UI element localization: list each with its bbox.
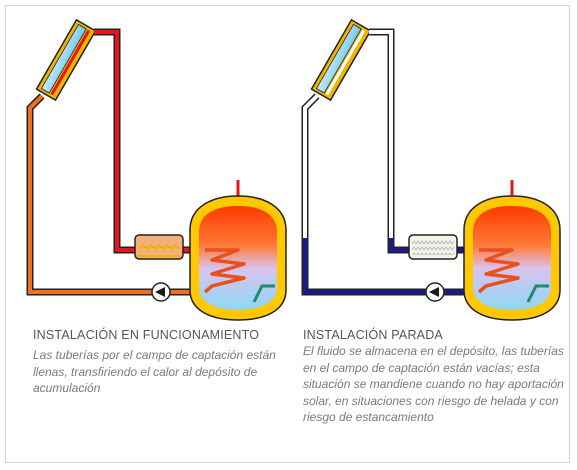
caption-description: Las tuberías por el campo de captación e… [33, 348, 276, 395]
panel-running-diagram [26, 18, 287, 321]
cold-water-outlet [526, 284, 549, 303]
solar-collector [310, 18, 372, 102]
heat-exchanger [408, 234, 458, 260]
panel-stopped-diagram [301, 18, 561, 321]
solar-collector [35, 18, 97, 102]
heating-coil [203, 248, 246, 294]
solar-installation-diagram [26, 18, 561, 321]
circulation-pump [425, 282, 445, 302]
caption-title: INSTALACIÓN EN FUNCIONAMIENTO [33, 328, 260, 342]
heating-coil [477, 248, 520, 294]
storage-tank [189, 180, 287, 321]
caption-running: INSTALACIÓN EN FUNCIONAMIENTO Las tuberí… [33, 327, 278, 397]
storage-tank [463, 180, 561, 321]
figure-frame [5, 5, 570, 463]
circulation-pump [151, 282, 171, 302]
hot-supply-pipe [94, 28, 135, 254]
caption-stopped: INSTALACIÓN PARADA El fluido se almacena… [303, 327, 565, 426]
cold-water-outlet [252, 284, 275, 303]
return-pipe [26, 93, 152, 296]
caption-title: INSTALACIÓN PARADA [303, 328, 443, 342]
empty-supply-pipe [369, 28, 395, 238]
heat-exchanger [134, 234, 184, 260]
caption-description: El fluido se almacena en el depósito, la… [303, 344, 564, 424]
